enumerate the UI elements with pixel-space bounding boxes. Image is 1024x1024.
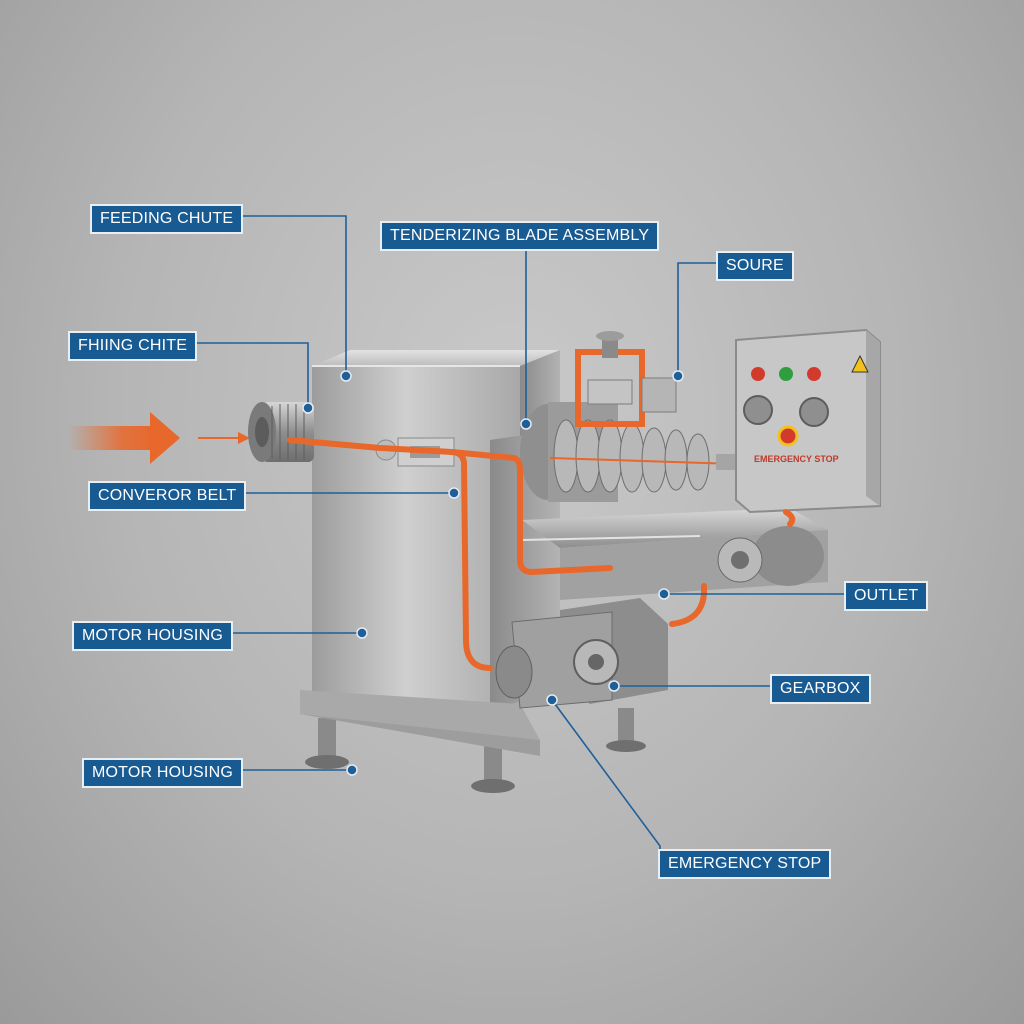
label-soure: SOURE bbox=[716, 251, 794, 281]
orange-pipes bbox=[287, 437, 796, 671]
emergency-stop-button[interactable] bbox=[777, 425, 799, 447]
label-converor-belt: CONVEROR BELT bbox=[88, 481, 247, 511]
input-flow-arrow-icon bbox=[68, 412, 250, 464]
gearbox-assembly bbox=[495, 598, 668, 709]
conveyor-tray bbox=[521, 508, 828, 600]
feeder-motor bbox=[248, 402, 314, 462]
leader-emergency bbox=[551, 699, 661, 862]
label-gearbox: GEARBOX bbox=[770, 674, 871, 704]
adjustment-frame bbox=[575, 331, 677, 427]
indicator-light-1 bbox=[751, 367, 765, 381]
label-tenderizing-blade-assembly: TENDERIZING BLADE ASSEMBLY bbox=[380, 221, 660, 251]
label-outlet: OUTLET bbox=[844, 581, 929, 611]
leader-feeding-chute bbox=[236, 215, 347, 376]
label-fhiing-chite: FHIING CHITE bbox=[68, 331, 198, 361]
label-motor-housing-2: MOTOR HOUSING bbox=[82, 758, 243, 788]
warning-triangle-icon bbox=[851, 354, 869, 373]
label-emergency-stop: EMERGENCY STOP bbox=[658, 849, 832, 879]
panel-stop-text: EMERGENCY STOP bbox=[754, 454, 839, 464]
control-panel: EMERGENCY STOP bbox=[735, 328, 881, 514]
blade-assembly bbox=[520, 402, 746, 502]
control-knob-left[interactable] bbox=[743, 395, 773, 425]
control-knob-right[interactable] bbox=[799, 397, 829, 427]
label-motor-housing-1: MOTOR HOUSING bbox=[72, 621, 233, 651]
leader-dots bbox=[302, 370, 684, 776]
indicator-light-3 bbox=[807, 367, 821, 381]
leader-fhiing-chite bbox=[192, 342, 309, 408]
label-feeding-chute: FEEDING CHUTE bbox=[90, 204, 244, 234]
leader-soure bbox=[677, 262, 716, 376]
indicator-light-2 bbox=[779, 367, 793, 381]
